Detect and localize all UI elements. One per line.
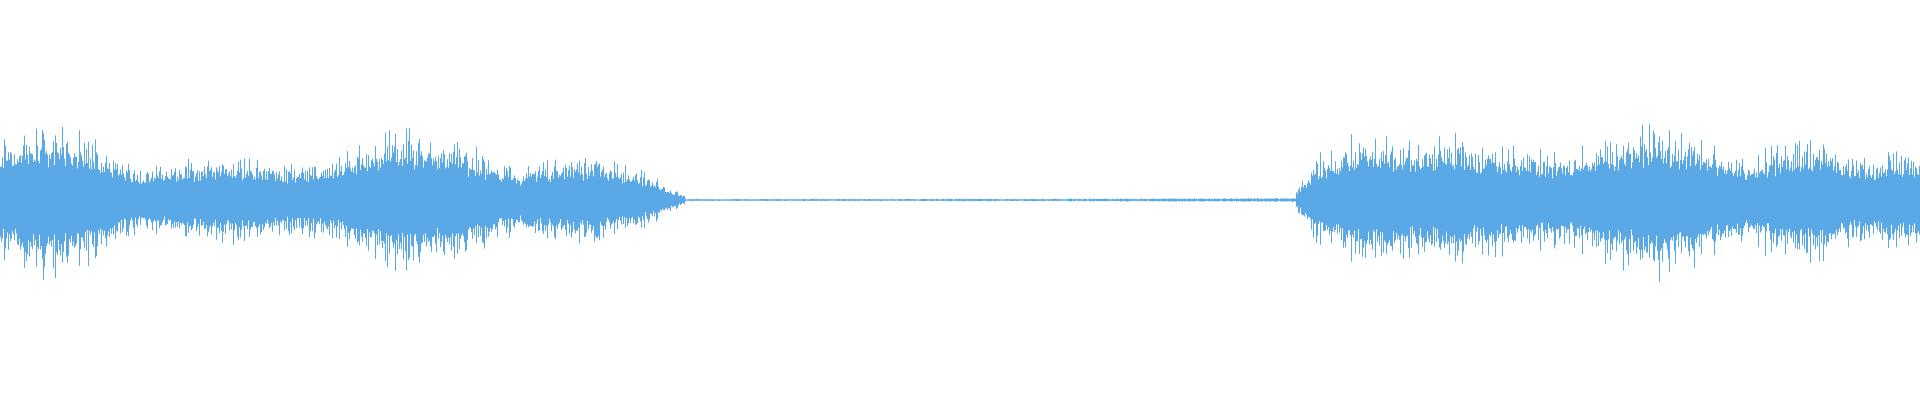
- waveform-segment-1: [0, 126, 686, 280]
- waveform-segment-2: [1295, 124, 1920, 282]
